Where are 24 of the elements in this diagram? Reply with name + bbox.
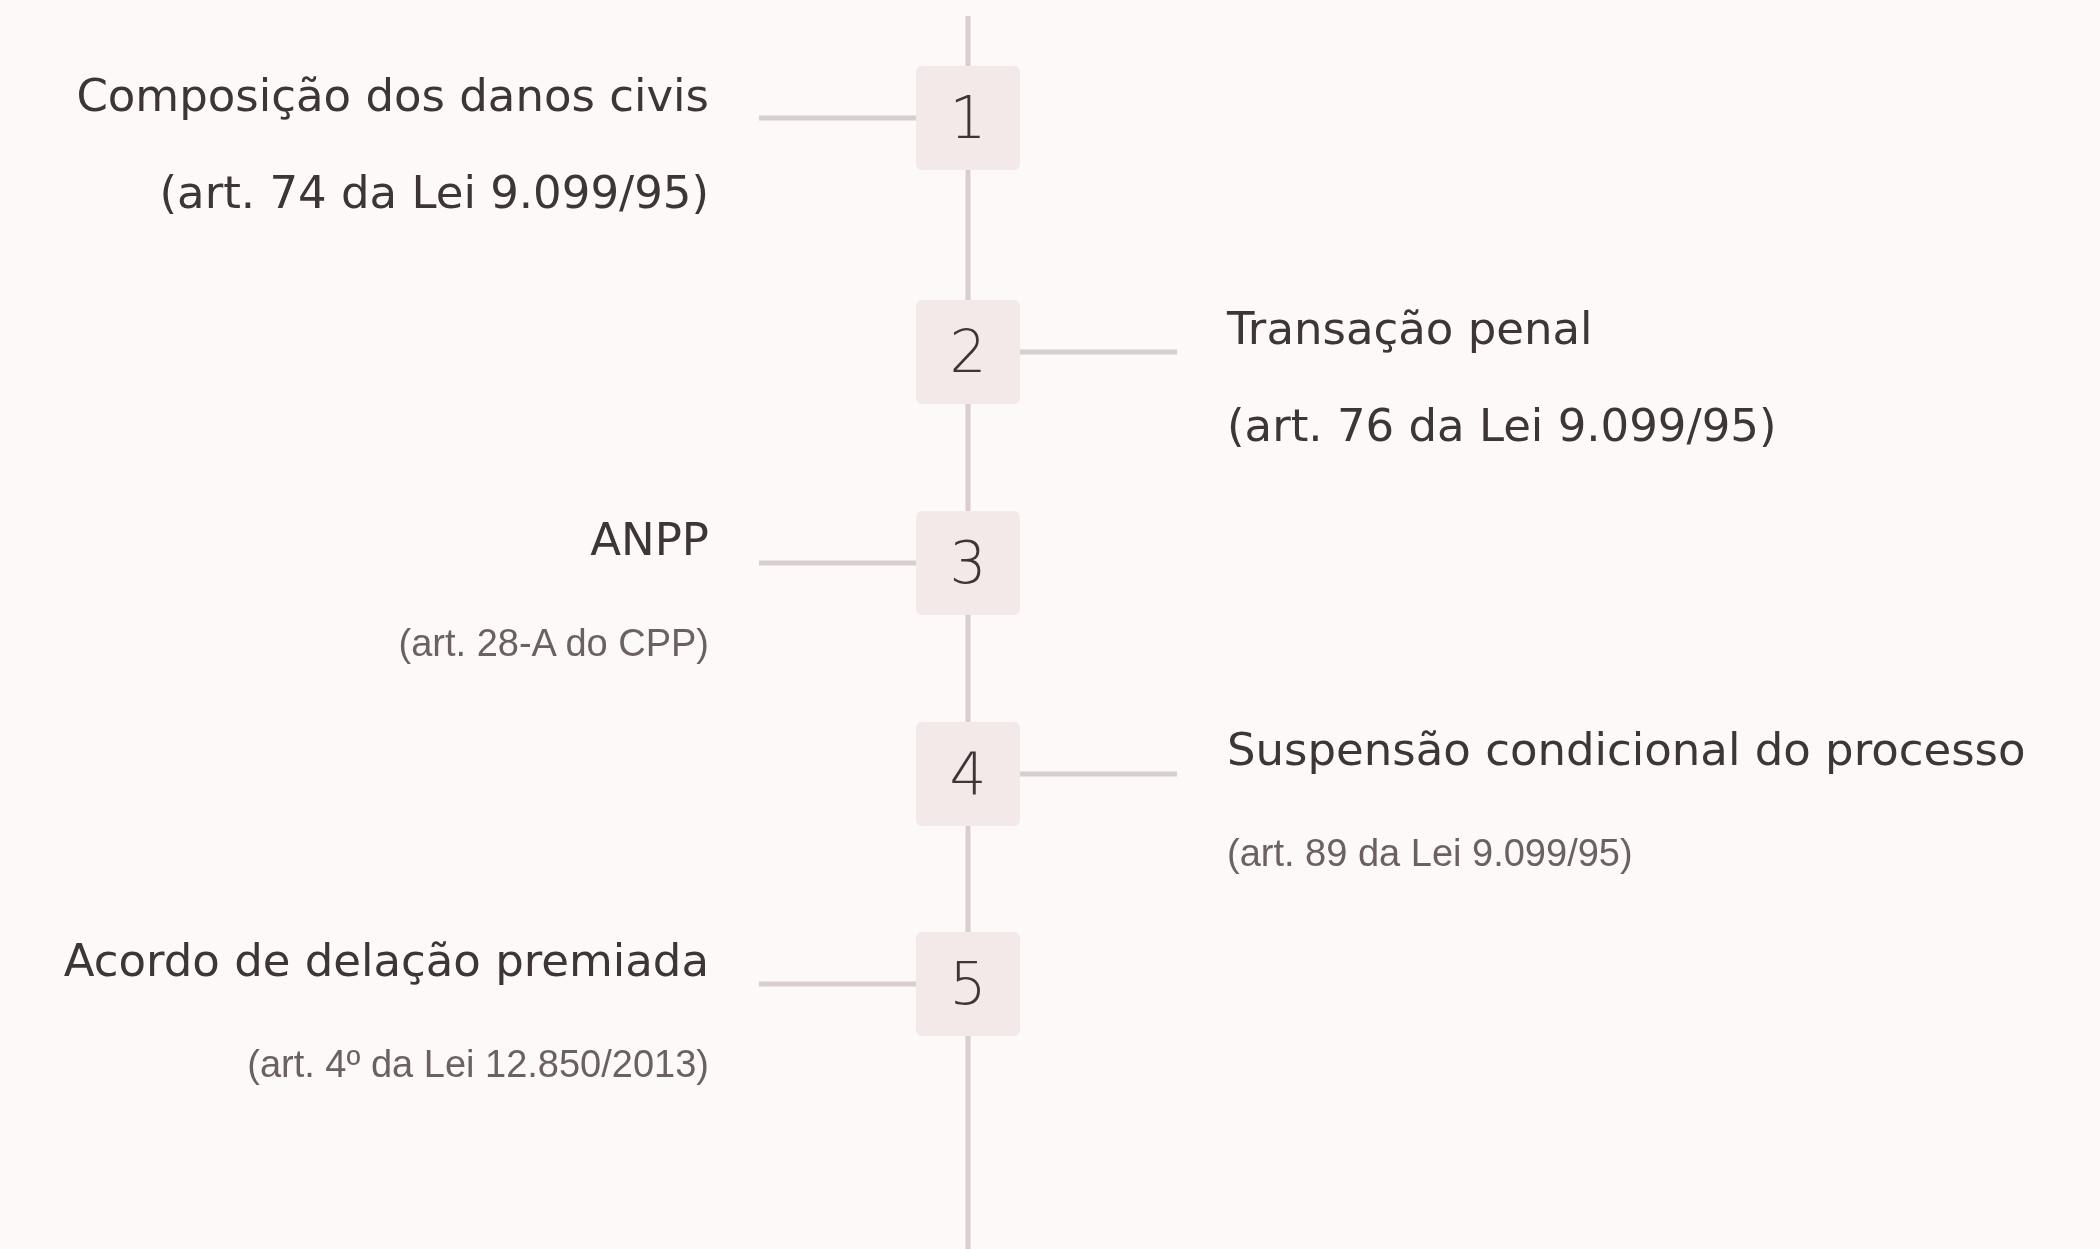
connector-line [965,826,971,932]
step-number: 5 [916,932,1020,1036]
step-title: Composição dos danos civis [76,68,709,124]
connector-line [965,615,971,722]
step-number: 1 [916,66,1020,170]
connector-line [965,170,971,300]
step-title: Acordo de delação premiada [63,933,709,989]
step-title: Transação penal [1227,301,1593,357]
connector-line [759,115,916,121]
step-number: 4 [916,722,1020,826]
legal-reference: (art. 28-A do CPP) [398,621,709,666]
connector-line [965,404,971,511]
legal-reference: (art. 89 da Lei 9.099/95) [1227,831,1633,876]
step-number: 2 [916,300,1020,404]
step-title: ANPP [590,512,709,568]
connector-line [1020,771,1177,777]
connector-line [1020,349,1177,355]
connector-line [759,560,916,566]
step-number: 3 [916,511,1020,615]
connector-line [759,981,916,987]
legal-reference: (art. 76 da Lei 9.099/95) [1227,398,1777,454]
legal-reference: (art. 74 da Lei 9.099/95) [159,165,709,221]
legal-reference: (art. 4º da Lei 12.850/2013) [247,1042,709,1087]
step-title: Suspensão condicional do processo [1227,722,2026,778]
